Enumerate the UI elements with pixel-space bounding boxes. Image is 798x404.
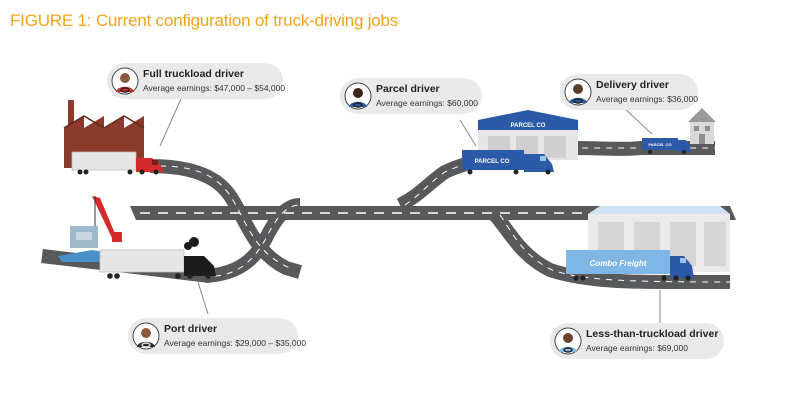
- delivery-van-label: PARCEL CO: [648, 142, 671, 147]
- parcel-trailer-label: PARCEL CO: [475, 159, 510, 165]
- callout-delivery-driver: Delivery driver Average earnings: $36,00…: [560, 74, 698, 110]
- driver-avatar-icon: [564, 78, 592, 106]
- driver-earnings: Average earnings: $36,000: [596, 94, 698, 104]
- parcel-building-label: PARCEL CO: [511, 123, 546, 129]
- house: [688, 108, 716, 144]
- full-truckload-truck: [71, 151, 164, 175]
- ramp-right-down: [489, 210, 730, 289]
- driver-avatar-icon: [554, 327, 582, 355]
- ltl-trailer-label: Combo Freight: [590, 259, 647, 268]
- driver-earnings: Average earnings: $60,000: [376, 98, 478, 108]
- driver-earnings: Average earnings: $29,000 – $35,000: [164, 338, 307, 348]
- callout-port-driver: Port driver Average earnings: $29,000 – …: [128, 318, 306, 354]
- driver-avatar-icon: [132, 322, 160, 350]
- driver-earnings: Average earnings: $69,000: [586, 343, 688, 353]
- pointer-lines: [159, 91, 661, 330]
- callout-parcel-driver: Parcel driver Average earnings: $60,000: [340, 78, 482, 114]
- driver-name: Port driver: [164, 323, 218, 335]
- callout-full-truckload-driver: Full truckload driver Average earnings: …: [107, 63, 286, 99]
- callout-ltl-driver: Less-than-truckload driver Average earni…: [550, 323, 724, 359]
- port-truck: [99, 237, 216, 279]
- driver-name: Full truckload driver: [143, 68, 244, 80]
- driver-earnings: Average earnings: $47,000 – $54,000: [143, 83, 286, 93]
- driver-name: Less-than-truckload driver: [586, 328, 719, 340]
- parcel-truck: PARCEL CO: [462, 150, 554, 175]
- delivery-van: PARCEL CO: [642, 138, 690, 154]
- driver-name: Delivery driver: [596, 79, 669, 91]
- ltl-truck: Combo Freight: [566, 250, 694, 281]
- figure-title: FIGURE 1: Current configuration of truck…: [10, 11, 399, 30]
- driver-avatar-icon: [111, 67, 139, 95]
- driver-name: Parcel driver: [376, 83, 440, 95]
- driver-avatar-icon: [344, 82, 372, 110]
